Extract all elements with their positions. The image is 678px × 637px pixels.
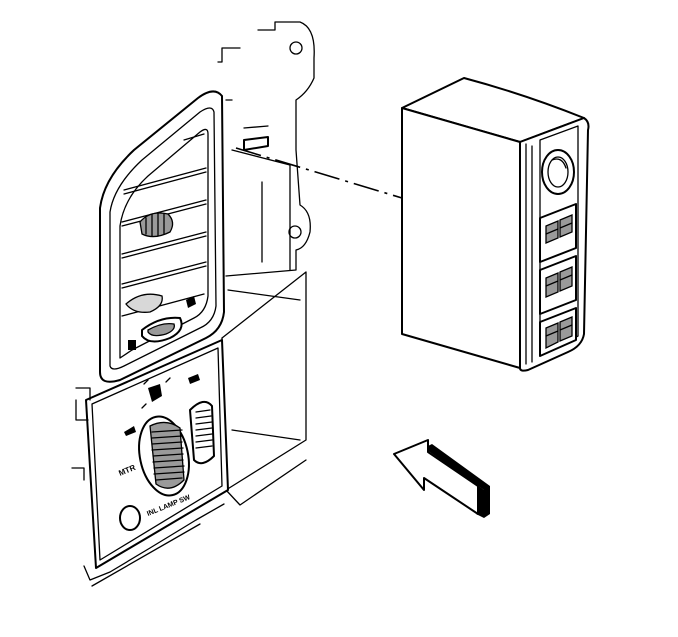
parking-lamp-icon <box>124 426 136 436</box>
rotary-switch <box>541 149 575 195</box>
alignment-line <box>235 147 403 199</box>
switch-module <box>401 77 590 372</box>
air-vent-bezel <box>99 90 225 383</box>
headlamp-icon <box>148 384 162 402</box>
fan-icon <box>186 296 196 308</box>
headlamp-switch-bezel: MTR INL LAMP SW <box>71 339 229 587</box>
rocker-switch-3 <box>539 307 577 357</box>
interior-lamp-icon <box>188 374 200 384</box>
switch-opening-housing <box>221 271 307 506</box>
fog-lamp-button <box>119 505 141 531</box>
recirc-icon <box>128 340 136 350</box>
rocker-switch-2 <box>539 255 577 315</box>
install-direction-arrow <box>393 439 490 518</box>
rocker-switch-1 <box>539 203 577 263</box>
instrument-panel-carrier <box>217 21 315 277</box>
